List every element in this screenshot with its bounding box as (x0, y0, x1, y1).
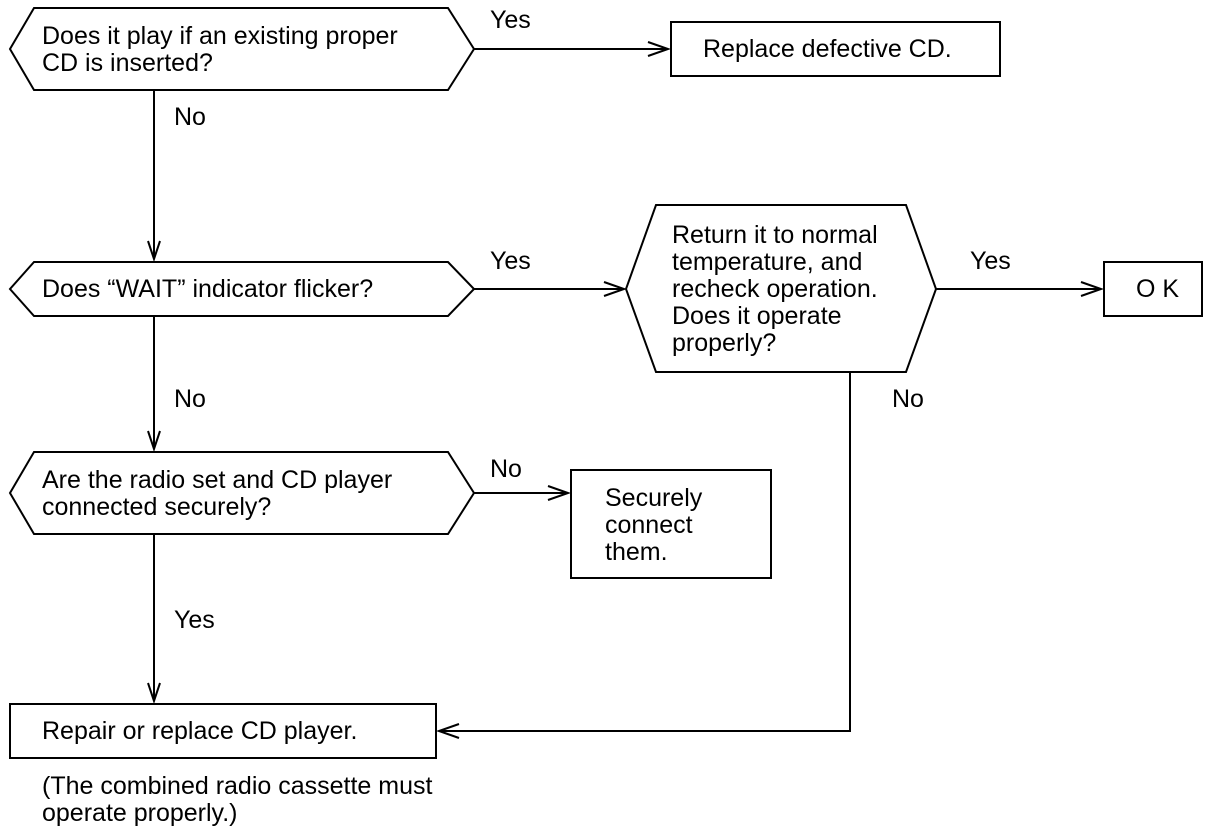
action-replace-cd-text: Replace defective CD. (703, 35, 952, 63)
edge-d2-no-label: No (174, 385, 206, 413)
decision-cd-plays-shape (8, 7, 476, 91)
action-ok-text: O K (1136, 275, 1180, 303)
edge-d4-no-line (439, 372, 851, 732)
decision-connected-text: Are the radio set and CD player connecte… (42, 466, 393, 521)
action-connect-box (570, 469, 772, 579)
edge-d3-no-label: No (490, 455, 522, 483)
action-repair-text: Repair or replace CD player. (42, 717, 358, 745)
edge-d2-yes-arrowhead (603, 281, 628, 297)
decision-cd-plays-text: Does it play if an existing proper CD is… (42, 22, 398, 77)
edge-d4-yes-arrowhead (1080, 281, 1105, 297)
decision-wait-flicker-text: Does “WAIT” indicator flicker? (42, 275, 374, 303)
edge-d3-no-arrowhead (547, 485, 572, 501)
edge-d1-yes-label: Yes (490, 6, 531, 34)
footnote: (The combined radio cassette must operat… (42, 772, 433, 827)
edge-d3-yes-arrowhead (147, 682, 161, 705)
decision-wait-flicker-shape (8, 261, 476, 317)
edge-d1-no-arrowhead (147, 240, 161, 263)
edge-d1-yes-arrowhead (647, 41, 672, 57)
edge-d3-yes-label: Yes (174, 606, 215, 634)
action-repair-box (9, 703, 437, 759)
edge-d4-no-arrowhead (435, 723, 460, 739)
decision-temperature-text: Return it to normal temperature, and rec… (672, 221, 878, 357)
edge-d4-no-label: No (892, 385, 924, 413)
edge-d4-yes-label: Yes (970, 247, 1011, 275)
edge-d1-no-label: No (174, 103, 206, 131)
action-connect-text: Securely connect them. (605, 484, 703, 566)
edge-d2-no-arrowhead (147, 430, 161, 453)
edge-d2-yes-label: Yes (490, 247, 531, 275)
decision-connected-shape (8, 451, 476, 535)
